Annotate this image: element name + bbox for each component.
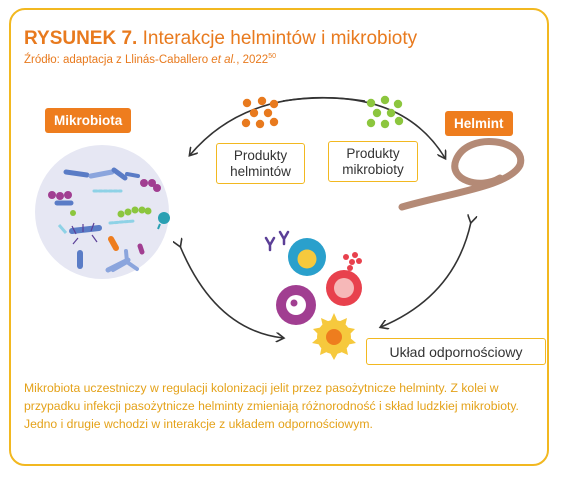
microbiota-products-icon (366, 95, 404, 129)
figure-source: Źródło: adaptacja z Llinás-Caballero et … (24, 53, 276, 66)
helminth-label: Helmint (445, 111, 513, 136)
helminth-products-icon (241, 96, 279, 129)
arrow-helminth-immune (381, 222, 471, 327)
source-reference: 50 (268, 53, 277, 60)
arrow-microbiota-immune (180, 246, 283, 338)
helminth-products-line1: Produkty (233, 148, 288, 163)
microbiota-label: Mikrobiota (45, 108, 132, 133)
figure-frame (9, 8, 549, 466)
helminth-worm-icon (398, 138, 525, 211)
figure-title-text: Interakcje helmintów i mikrobioty (142, 28, 418, 49)
arrow-microbiota-to-helminth (282, 97, 445, 158)
immune-system-label: Układ odpornościowy (389, 344, 523, 360)
microbiota-products-line2: mikrobioty (342, 162, 404, 177)
microbiota-illustration (35, 145, 170, 279)
helminth-products-line2: helmintów (230, 164, 291, 179)
figure-label: RYSUNEK 7. (24, 28, 138, 49)
source-year: , 2022 (236, 53, 269, 66)
helminth-products-box: Produkty helmintów (216, 143, 305, 184)
source-italic: et al. (211, 53, 237, 66)
microbiota-products-box: Produkty mikrobioty (328, 141, 418, 182)
figure-caption: Mikrobiota uczestniczy w regulacji kolon… (24, 381, 519, 431)
immune-system-box: Układ odpornościowy (366, 338, 546, 365)
immune-cells-illustration (264, 230, 362, 360)
microbiota-products-line1: Produkty (346, 146, 400, 161)
figure-title: RYSUNEK 7. Interakcje helmintów i mikrob… (24, 28, 417, 50)
source-text: Źródło: adaptacja z Llinás-Caballero (24, 53, 212, 66)
